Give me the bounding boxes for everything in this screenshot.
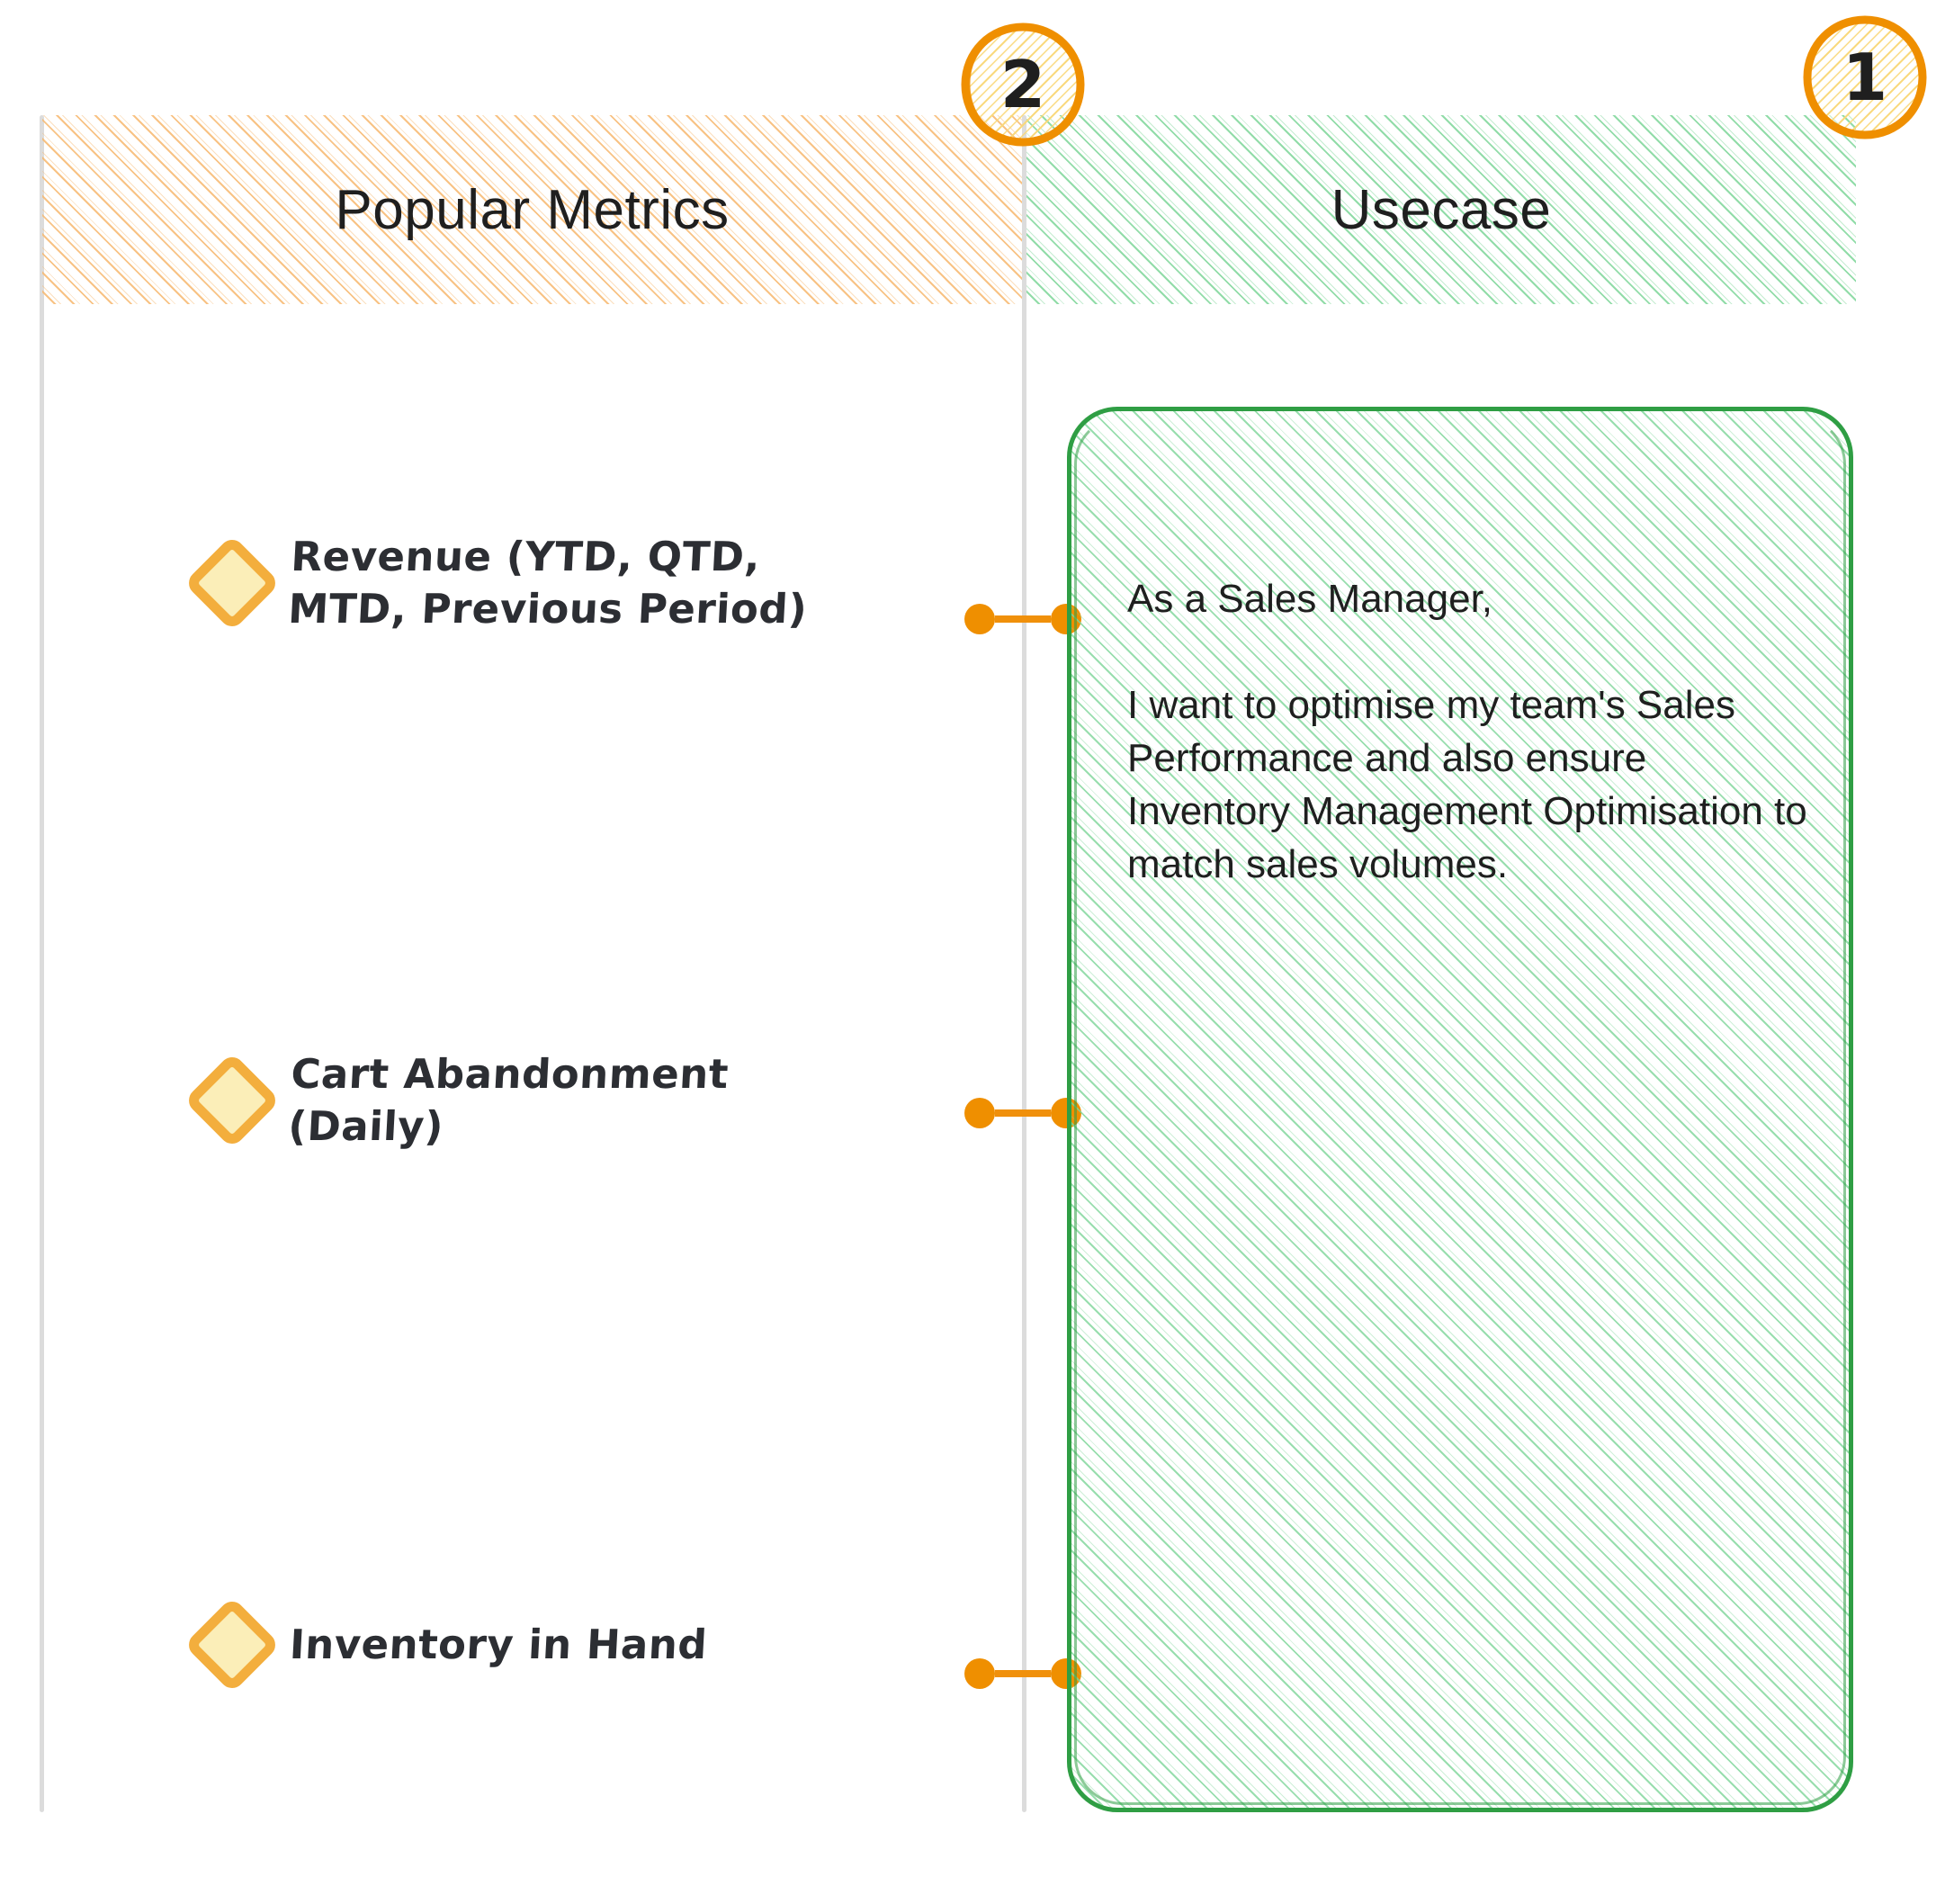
usecase-body-text: As a Sales Manager, I want to optimise m… <box>1127 577 1807 886</box>
metric-item[interactable]: Cart Abandonment (Daily) <box>184 1048 731 1152</box>
metric-label: Revenue (YTD, QTD, MTD, Previous Period) <box>287 533 809 633</box>
lane-badge-2-number: 2 <box>999 47 1046 122</box>
lane-title-popular-metrics: Popular Metrics <box>335 178 730 241</box>
lane-header-popular-metrics: Popular Metrics <box>42 115 1022 304</box>
metric-item[interactable]: Inventory in Hand <box>184 1596 709 1693</box>
connector-dot-start <box>964 1098 995 1128</box>
lane-header-usecase: Usecase <box>1026 115 1856 304</box>
connector-edge <box>964 1098 1081 1128</box>
connector-line <box>995 1670 1051 1677</box>
diamond-marker-icon <box>184 1051 281 1149</box>
metric-item[interactable]: Revenue (YTD, QTD, MTD, Previous Period) <box>184 531 809 634</box>
diamond-marker-icon <box>184 534 281 632</box>
lane-badge-1[interactable]: 1 <box>1793 5 1937 149</box>
connector-line <box>995 615 1051 623</box>
lane-divider-left <box>40 115 44 1812</box>
lane-title-usecase: Usecase <box>1331 178 1552 241</box>
metric-label: Inventory in Hand <box>288 1621 709 1669</box>
lane-badge-1-number: 1 <box>1842 40 1888 115</box>
lane-badge-2[interactable]: 2 <box>951 13 1095 157</box>
circle-sketch-icon <box>961 22 1085 147</box>
connector-dot-start <box>964 604 995 634</box>
connector-line <box>995 1109 1051 1117</box>
usecase-card[interactable]: As a Sales Manager, I want to optimise m… <box>1067 407 1853 1812</box>
lane-divider-middle <box>1022 115 1026 1812</box>
connector-edge <box>964 1658 1081 1689</box>
circle-sketch-icon <box>1803 15 1927 139</box>
metric-label: Cart Abandonment (Daily) <box>287 1050 731 1150</box>
connector-edge <box>964 604 1081 634</box>
connector-dot-start <box>964 1658 995 1689</box>
diamond-marker-icon <box>184 1596 281 1693</box>
